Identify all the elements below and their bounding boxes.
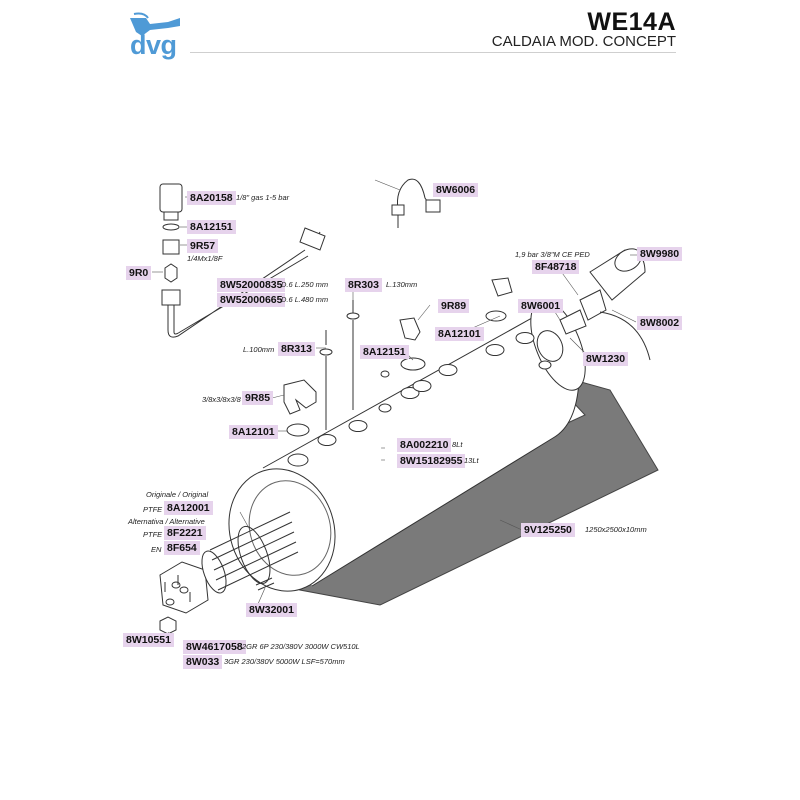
part-8w9980[interactable]: 8W9980 <box>637 247 683 261</box>
washer <box>400 357 426 371</box>
part-8a12101-upper[interactable]: 8A12101 <box>435 327 484 341</box>
probe-8r303 <box>346 300 360 410</box>
part-8a12151-top[interactable]: 8A12151 <box>187 220 236 234</box>
note-originale: Originale / Original <box>146 490 209 499</box>
part-8w8002[interactable]: 8W8002 <box>637 316 683 330</box>
page-title: WE14A <box>587 8 676 36</box>
gasket-ring <box>237 525 271 585</box>
safety-valve <box>536 248 651 362</box>
part-8w6001[interactable]: 8W6001 <box>518 299 564 313</box>
part-8a12101-lower[interactable]: 8A12101 <box>229 425 278 439</box>
note-8f48718: 1,9 bar 3/8"M CE PED <box>515 250 590 259</box>
tee-9r85 <box>283 379 317 415</box>
header-divider <box>190 52 676 53</box>
part-9r89[interactable]: 9R89 <box>438 299 470 313</box>
note-8r313: L.100mm <box>243 345 275 354</box>
part-8w4617058[interactable]: 8W4617058 <box>183 640 246 654</box>
part-8r313[interactable]: 8R313 <box>278 342 315 356</box>
insulation-blanket <box>298 371 659 606</box>
part-8f48718[interactable]: 8F48718 <box>532 260 580 274</box>
part-8a20158[interactable]: 8A20158 <box>187 191 236 205</box>
note-9v125250: 1250x2500x10mm <box>585 525 647 534</box>
part-8w6006[interactable]: 8W6006 <box>433 183 479 197</box>
note-8r303: L.130mm <box>386 280 418 289</box>
note-8w52000835: D.6 L.250 mm <box>281 280 329 289</box>
part-8w52000665[interactable]: 8W52000665 <box>217 293 286 307</box>
logo-text: dvg <box>130 30 177 60</box>
fitting-9r0 <box>164 263 178 283</box>
heating-element <box>159 511 299 614</box>
part-8a12151[interactable]: 8A12151 <box>360 345 409 359</box>
seal-ring <box>286 423 310 437</box>
part-9r0[interactable]: 9R0 <box>126 266 152 280</box>
part-8r303[interactable]: 8R303 <box>345 278 382 292</box>
note-9r57: 1/4Mx1/8F <box>187 254 223 263</box>
note-8a20158: 1/8" gas 1-5 bar <box>236 193 290 202</box>
note-ptfe-original: PTFE <box>143 505 163 514</box>
note-en: EN <box>151 545 162 554</box>
note-ptfe-alternative: PTFE <box>143 530 163 539</box>
part-9r57[interactable]: 9R57 <box>187 239 219 253</box>
part-8a12001[interactable]: 8A12001 <box>164 501 213 515</box>
part-8w1230[interactable]: 8W1230 <box>583 352 629 366</box>
part-8w32001[interactable]: 8W32001 <box>246 603 297 617</box>
probe-8r313 <box>319 330 333 430</box>
note-alternativa: Alternativa / Alternative <box>128 517 205 526</box>
part-8w52000835[interactable]: 8W52000835 <box>217 278 286 292</box>
part-8f654[interactable]: 8F654 <box>164 541 200 555</box>
level-probe <box>391 178 441 228</box>
stud-bolt <box>255 577 275 591</box>
note-9r85: 3/8x3/8x3/8 <box>202 395 241 404</box>
page-subtitle: CALDAIA MOD. CONCEPT <box>491 33 676 50</box>
note-8w52000665: D.6 L.480 mm <box>281 295 329 304</box>
pressure-switch <box>159 183 183 255</box>
nut <box>159 616 177 635</box>
part-8w033[interactable]: 8W033 <box>183 655 223 669</box>
elbow-9r89 <box>399 277 513 341</box>
part-8w10551[interactable]: 8W10551 <box>123 633 174 647</box>
note-8w4617058: 2GR 6P 230/380V 3000W CW510L <box>242 642 360 651</box>
part-8a002210[interactable]: 8A002210 <box>397 438 452 452</box>
note-8a002210: 8Lt <box>452 440 463 449</box>
dvg-logo <box>130 12 180 36</box>
part-8w15182955[interactable]: 8W15182955 <box>397 454 466 468</box>
part-8f2221[interactable]: 8F2221 <box>164 526 206 540</box>
note-8w033: 3GR 230/380V 5000W LSF=570mm <box>224 657 345 666</box>
note-8w15182955: 13Lt <box>464 456 479 465</box>
part-9r85[interactable]: 9R85 <box>242 391 274 405</box>
part-9v125250[interactable]: 9V125250 <box>521 523 575 537</box>
